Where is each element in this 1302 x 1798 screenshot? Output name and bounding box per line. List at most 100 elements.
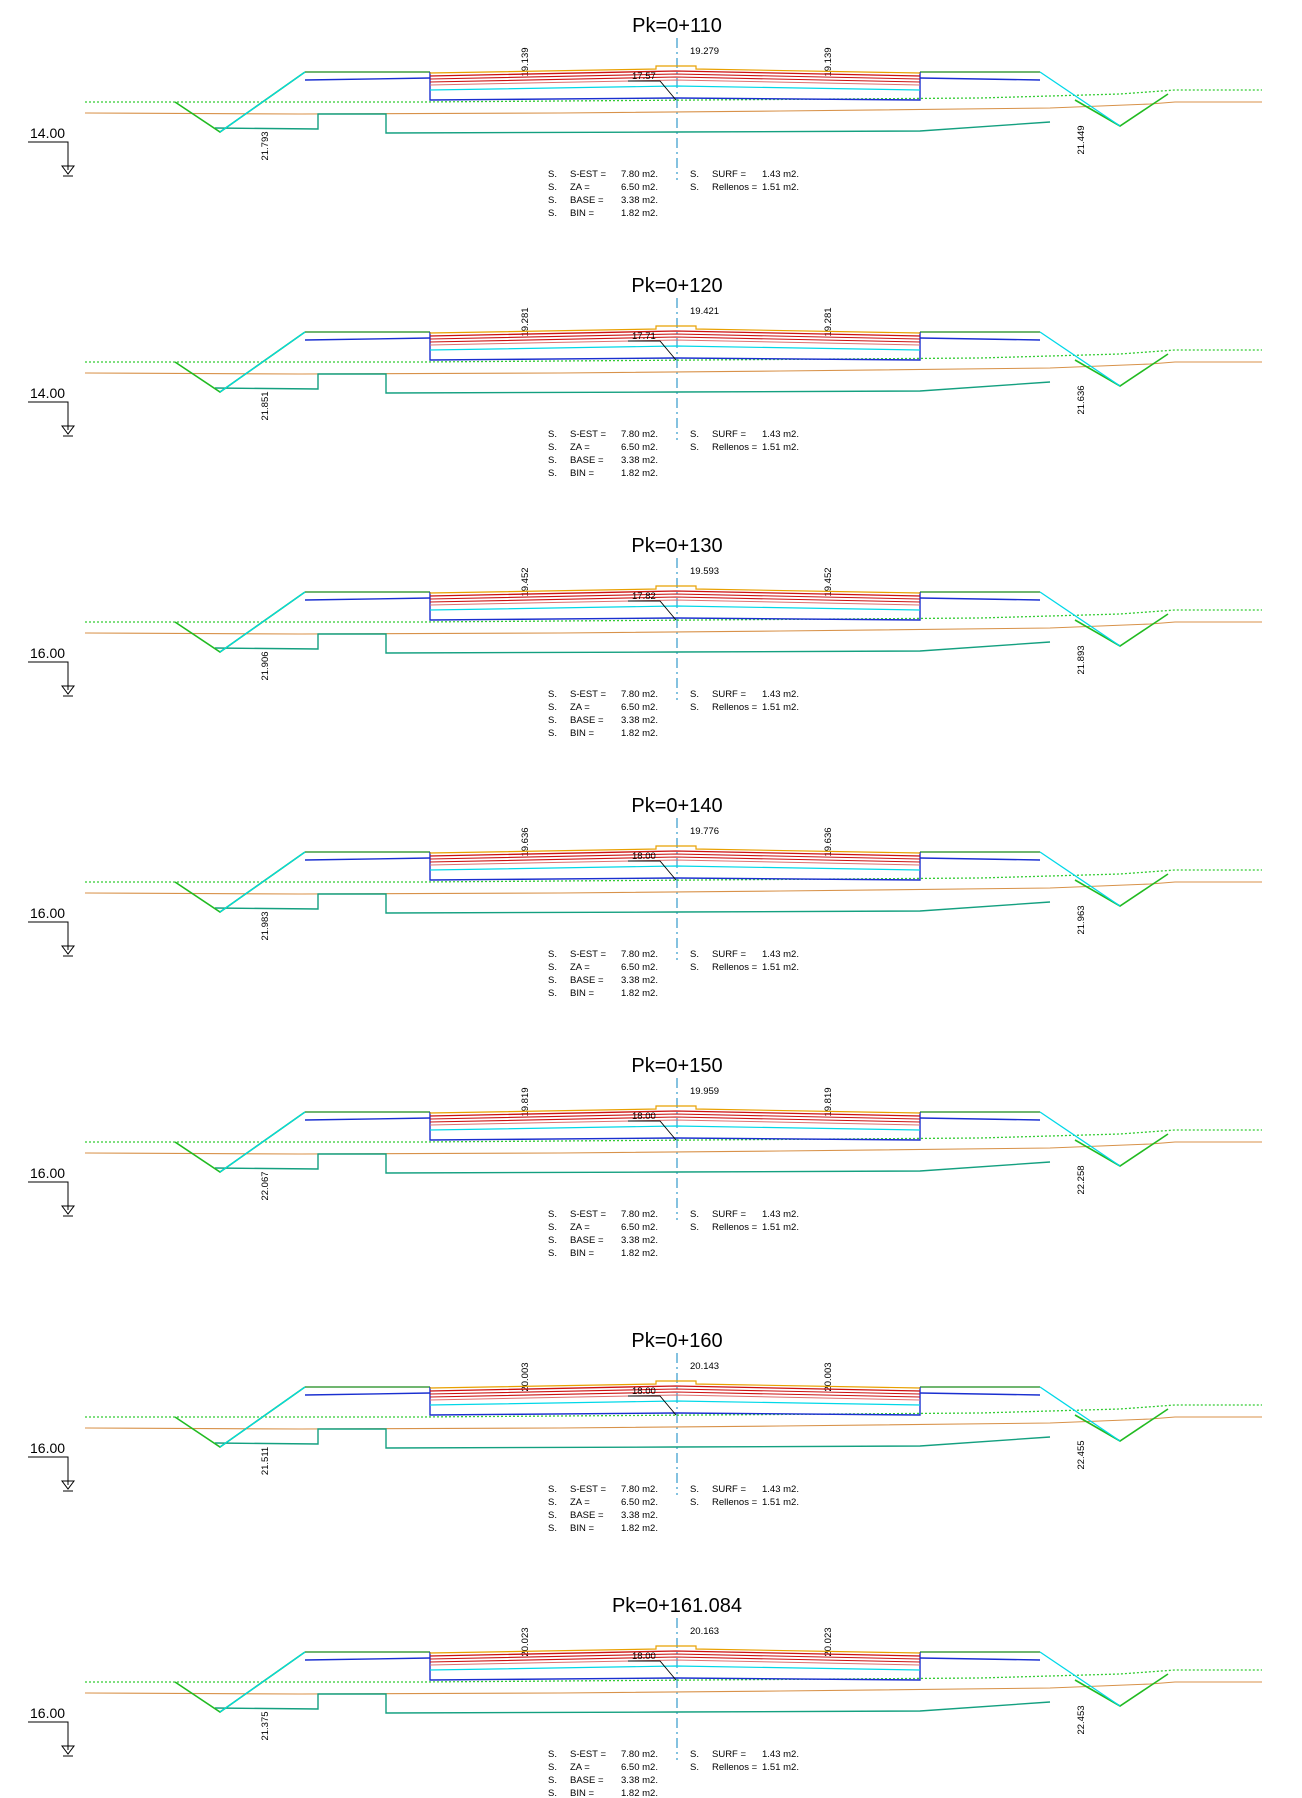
area-value: 6.50 m2. [621,1497,658,1508]
pavement-layer-red [429,76,921,83]
fill-slope-right-line [1039,331,1121,387]
area-prefix: S. [548,702,557,713]
pavement-surface-line [429,1105,921,1114]
area-label: SURF = [712,1209,747,1220]
area-prefix: S. [690,1762,699,1773]
area-prefix: S. [548,429,557,440]
pavement-box-line [429,1112,921,1141]
subbase-left-line [304,1657,431,1661]
pavement-layer-pink [429,1119,921,1126]
pavement-layer-red [429,333,921,340]
pavement-layer-pink [429,339,921,346]
fill-slope-left-line [219,1386,306,1448]
area-prefix: S. [548,1523,557,1534]
subbase-right-line [919,1657,1041,1661]
area-value: 3.38 m2. [621,455,658,466]
edge-level-right: 20.003 [823,1362,834,1391]
center-level-label: 18.00 [632,1386,656,1397]
pavement-surface-line [429,585,921,594]
area-label: Rellenos = [712,1497,758,1508]
area-value: 1.43 m2. [762,1749,799,1760]
pavement-layer-red [429,1650,921,1657]
terrain-brown-line [84,881,1262,895]
datum-marker-line [28,141,69,170]
pavement-box-line [429,592,921,621]
area-value: 1.43 m2. [762,169,799,180]
area-label: SURF = [712,1749,747,1760]
fill-slope-right-line [1039,1386,1121,1442]
area-value: 1.82 m2. [621,1788,658,1798]
pavement-layer-red [429,1113,921,1120]
datum-marker-icon [61,1745,75,1757]
pavement-layer-cyan [429,605,921,611]
toe-level-left: 21.906 [260,651,271,680]
area-prefix: S. [548,728,557,739]
subbase-left-line [304,857,431,861]
center-level-label: 17.57 [632,71,656,82]
area-value: 1.43 m2. [762,1484,799,1495]
area-value: 3.38 m2. [621,715,658,726]
area-value: 1.51 m2. [762,1497,799,1508]
ditch-right-line [1074,93,1169,127]
area-value: 7.80 m2. [621,1749,658,1760]
pavement-layer-red [429,73,921,80]
area-value: 6.50 m2. [621,182,658,193]
center-level-label: 18.00 [632,1111,656,1122]
area-value: 3.38 m2. [621,195,658,206]
fill-slope-left-line [219,1111,306,1173]
pavement-layer-red [429,1391,921,1398]
area-prefix: S. [690,702,699,713]
area-prefix: S. [690,182,699,193]
area-prefix: S. [690,429,699,440]
datum-marker-line [28,1456,69,1485]
area-value: 1.51 m2. [762,1222,799,1233]
area-prefix: S. [690,1209,699,1220]
datum-marker-icon [61,1480,75,1492]
area-prefix: S. [548,195,557,206]
terrain-brown-line [84,101,1262,115]
subbase-right-line [919,1392,1041,1396]
toe-level-left: 21.793 [260,131,271,160]
datum-level-label: 14.00 [30,125,65,141]
area-prefix: S. [548,962,557,973]
area-prefix: S. [548,1484,557,1495]
datum-marker-line [28,1721,69,1750]
area-prefix: S. [548,1497,557,1508]
pavement-layer-red [429,1653,921,1660]
area-prefix: S. [690,689,699,700]
pavement-layer-red [429,596,921,603]
terrain-dotted-line [85,1404,1262,1418]
pavement-layer-pink [429,1394,921,1401]
axis-level-label: 20.143 [690,1361,719,1372]
pavement-layer-red [429,590,921,597]
area-label: SURF = [712,689,747,700]
center-level-leader [628,80,677,101]
area-value: 1.82 m2. [621,1248,658,1259]
area-value: 1.43 m2. [762,949,799,960]
axis-level-label: 19.421 [690,306,719,317]
area-prefix: S. [690,442,699,453]
datum-marker-line [28,401,69,430]
foundation-profile-line [214,1153,1051,1174]
area-prefix: S. [548,1762,557,1773]
area-label: Rellenos = [712,442,758,453]
pavement-layer-red [429,1385,921,1392]
pavement-layer-cyan [429,865,921,871]
axis-level-label: 19.776 [690,826,719,837]
pavement-layer-pink [429,599,921,606]
datum-marker-line [28,921,69,950]
terrain-dotted-line [85,609,1262,623]
edge-level-right: 19.281 [823,307,834,336]
area-prefix: S. [548,182,557,193]
pavement-surface-line [429,845,921,854]
area-prefix: S. [548,1222,557,1233]
area-label: ZA = [570,1222,590,1233]
subbase-right-line [919,857,1041,861]
edge-level-right: 19.819 [823,1087,834,1116]
pavement-box-line [429,1387,921,1416]
area-prefix: S. [548,169,557,180]
area-prefix: S. [690,962,699,973]
